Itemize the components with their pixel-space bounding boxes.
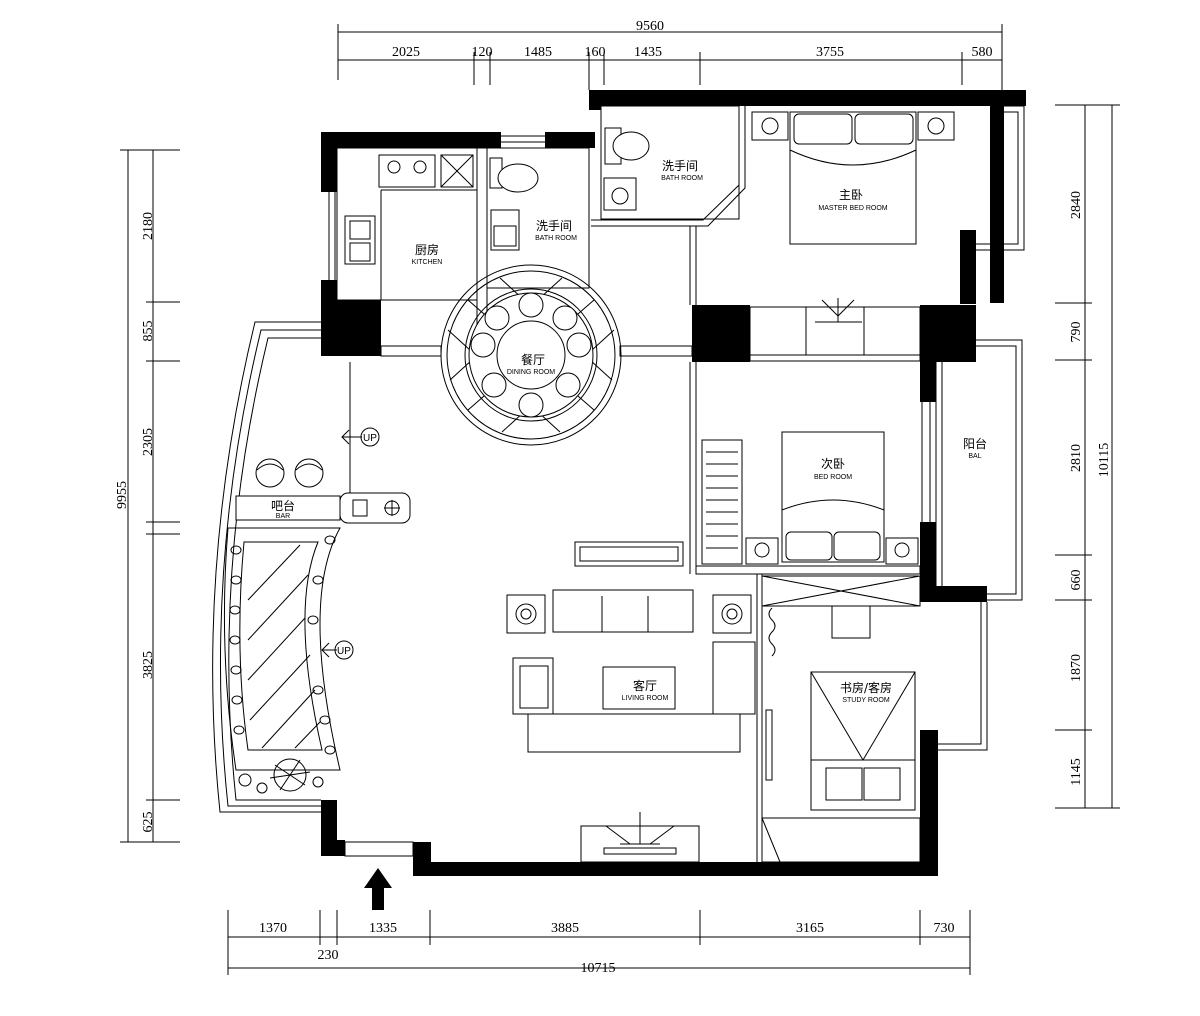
bar-stool-2 (294, 458, 324, 488)
plant-icon (238, 758, 324, 794)
bottom-sub-label: 230 (318, 948, 339, 963)
bottom-seg-4: 3165 (796, 921, 824, 936)
left-seg-1: 2180 (141, 212, 156, 240)
study-label-en: STUDY ROOM (842, 697, 889, 704)
pebbles (229, 535, 336, 755)
closet-mark (815, 298, 862, 323)
pond-hatch (247, 544, 321, 749)
dining-label-en: DINING ROOM (507, 369, 555, 376)
left-seg-4: 3825 (141, 651, 156, 679)
bottom-seg-1: 1370 (259, 921, 287, 936)
up-marker-2: UP (321, 640, 354, 660)
top-seg-1: 2025 (392, 45, 420, 60)
balcony-label: 阳台 (963, 436, 987, 451)
sofa (552, 589, 694, 633)
toilet-icon-2 (612, 131, 650, 161)
balcony-label-en: BAL (968, 453, 981, 460)
up-label-2: UP (337, 646, 351, 657)
bottom-seg-2: 1335 (369, 921, 397, 936)
bed-label: 次卧 (821, 457, 845, 471)
study-label: 书房/客房 (840, 680, 892, 695)
right-seg-3: 2810 (1069, 444, 1084, 472)
right-seg-1: 2840 (1069, 191, 1084, 219)
bottom-dimensions: 1370 1335 3885 3165 730 230 10715 (227, 910, 971, 976)
bottom-seg-5: 730 (934, 921, 955, 936)
bath1-label-en: BATH ROOM (535, 235, 577, 242)
bath-fixtures: 洗手间 BATH ROOM 洗手间 BATH ROOM (489, 127, 703, 251)
study-furniture: 书房/客房 STUDY ROOM (768, 605, 916, 811)
kitchen-label: 厨房 (415, 242, 439, 257)
right-seg-6: 1145 (1069, 758, 1084, 785)
bath1-label: 洗手间 (536, 219, 572, 233)
top-dimensions: 9560 2025 120 1485 160 1435 3755 580 (337, 19, 1003, 90)
top-seg-7: 580 (972, 45, 993, 60)
toilet-icon-1 (497, 163, 539, 193)
right-seg-5: 1870 (1069, 654, 1084, 682)
second-bed: 次卧 BED ROOM (701, 431, 919, 565)
living-label-en: LIVING ROOM (622, 695, 669, 702)
top-seg-5: 1435 (634, 45, 662, 60)
up-marker-1: UP (341, 427, 380, 447)
dining-label: 餐厅 (521, 352, 545, 367)
top-seg-2: 120 (472, 45, 493, 60)
kitchen-fixtures (344, 154, 474, 265)
curved-balcony: UP UP 吧台 BAR (212, 321, 411, 813)
walls (321, 90, 1026, 876)
coffee-table (602, 666, 676, 710)
bar-label-en: BAR (276, 513, 290, 520)
left-total-label: 9955 (115, 481, 130, 509)
bottom-seg-3: 3885 (551, 921, 579, 936)
left-dimensions: 2180 855 2305 3825 625 9955 (115, 149, 180, 843)
entry-arrow-icon (344, 841, 414, 910)
dining-table: 餐厅 DINING ROOM (440, 264, 622, 446)
top-total-label: 9560 (636, 19, 664, 34)
bath2-label-en: BATH ROOM (661, 175, 703, 182)
master-label-en: MASTER BED ROOM (818, 205, 887, 212)
up-label-1: UP (363, 433, 377, 444)
bed-label-en: BED ROOM (814, 474, 852, 481)
kitchen-label-en: KITCHEN (412, 259, 443, 266)
left-seg-3: 2305 (141, 428, 156, 456)
living-furniture: 客厅 LIVING ROOM (506, 541, 756, 863)
living-label: 客厅 (633, 678, 657, 693)
right-dimensions: 2840 790 2810 660 1870 1145 10115 (1055, 104, 1120, 809)
bar-stool-1 (255, 458, 285, 488)
bar-label: 吧台 (271, 498, 295, 513)
left-seg-2: 855 (141, 321, 156, 342)
interior-walls (328, 105, 1025, 863)
bath2-label: 洗手间 (662, 159, 698, 173)
master-label: 主卧 (839, 188, 863, 202)
top-seg-6: 3755 (816, 45, 844, 60)
bar-counter (235, 495, 341, 521)
top-seg-3: 1485 (524, 45, 552, 60)
right-total-label: 10115 (1097, 443, 1112, 477)
master-bed: 主卧 MASTER BED ROOM (751, 111, 955, 245)
right-seg-2: 790 (1069, 322, 1084, 343)
left-seg-5: 625 (141, 812, 156, 833)
stove-icon (378, 154, 436, 188)
bottom-total-label: 10715 (581, 961, 616, 976)
right-seg-4: 660 (1069, 570, 1084, 591)
top-seg-4: 160 (585, 45, 606, 60)
